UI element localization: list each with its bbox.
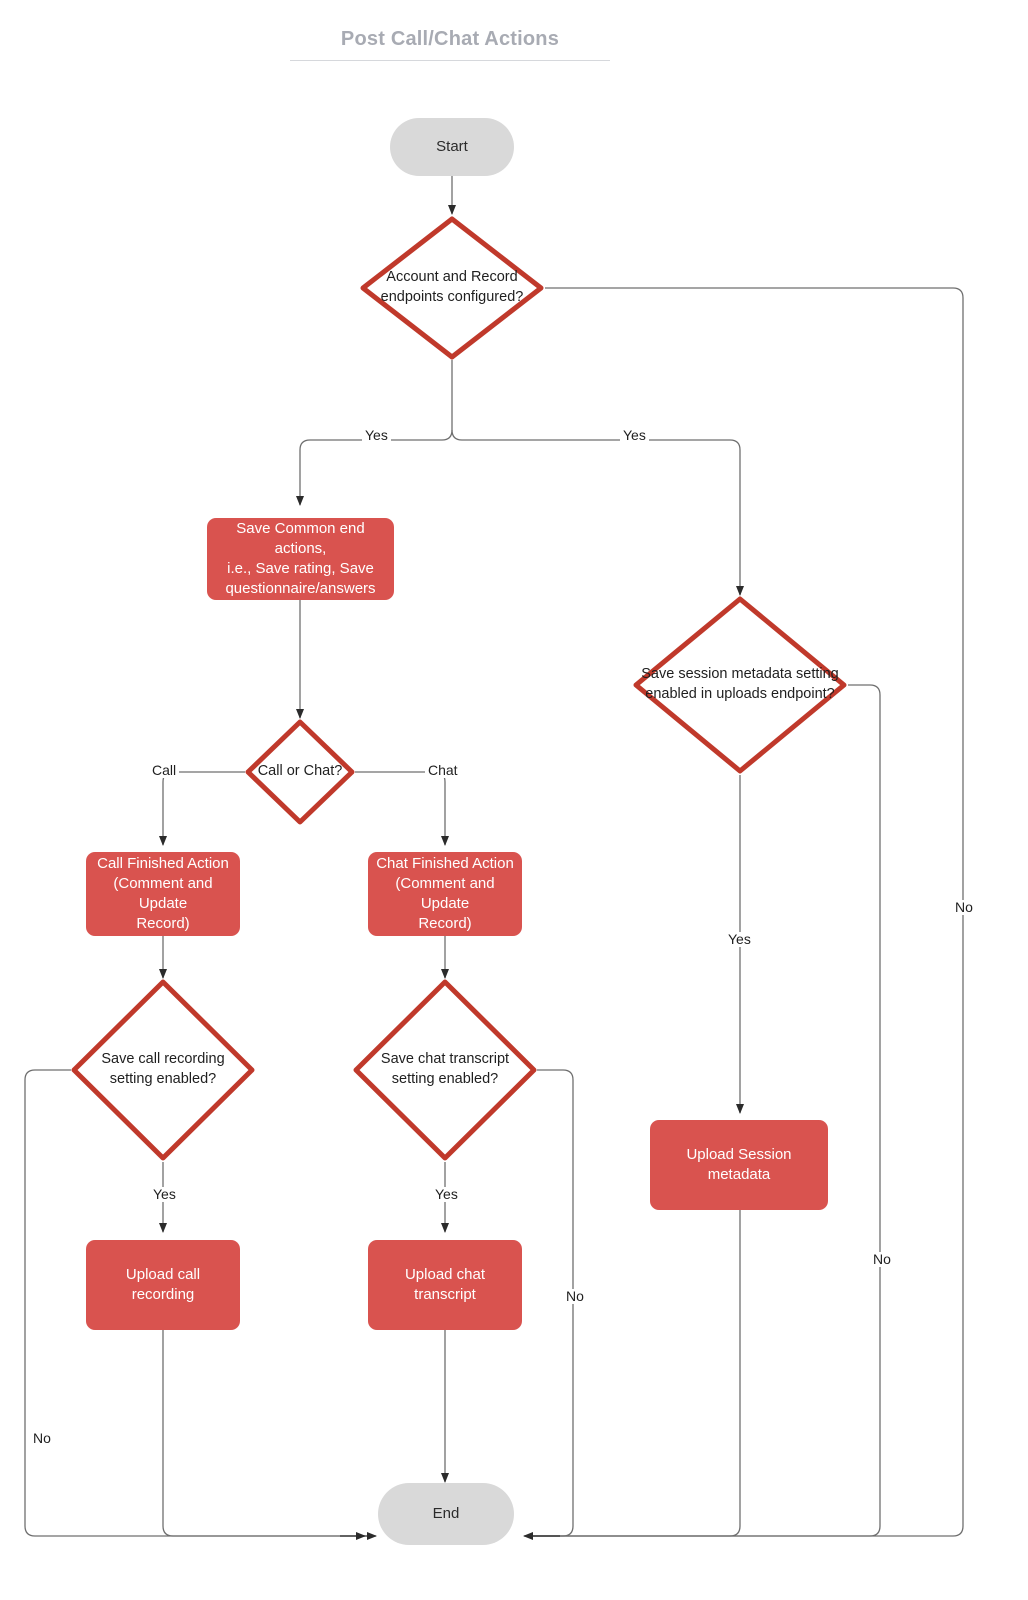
edge-label-no-call-recording: No (30, 1430, 54, 1447)
node-decision-save-call-recording[interactable]: Save call recording setting enabled? (70, 978, 256, 1162)
node-upload-session-metadata[interactable]: Upload Session metadata (650, 1120, 828, 1210)
edge-label-yes-left: Yes (362, 427, 391, 444)
diamond-shape (71, 979, 255, 1161)
edge-label-no-endpoints: No (952, 899, 976, 916)
edge-call (159, 771, 245, 846)
edge-no-endpoints (528, 287, 964, 1537)
node-decision-call-or-chat[interactable]: Call or Chat? (244, 718, 356, 826)
node-upload-call-recording[interactable]: Upload call recording (86, 1240, 240, 1330)
node-chat-finished-action[interactable]: Chat Finished Action (Comment and Update… (368, 852, 522, 936)
page-title-wrapper: Post Call/Chat Actions (290, 28, 610, 61)
node-decision-save-session-metadata[interactable]: Save session metadata setting enabled in… (632, 595, 848, 775)
node-start-label: Start (436, 137, 468, 155)
edge-label-no-chat-transcript: No (563, 1288, 587, 1305)
node-decision-save-session-metadata-label: Save session metadata setting enabled in… (641, 666, 839, 702)
edge-yes-right (451, 429, 744, 596)
node-decision-endpoints-label: Account and Record endpoints configured? (380, 269, 524, 305)
node-end[interactable]: End (378, 1483, 514, 1545)
edge-label-yes-call-recording: Yes (150, 1186, 179, 1203)
node-save-common-actions[interactable]: Save Common end actions, i.e., Save rati… (207, 518, 394, 600)
edge-uploadcall-to-end (162, 1330, 366, 1540)
diamond-shape (353, 979, 537, 1161)
diamond-shape (633, 596, 847, 774)
node-chat-finished-action-label: Chat Finished Action (Comment and Update… (376, 854, 514, 933)
node-upload-call-recording-label: Upload call recording (125, 1265, 201, 1303)
node-decision-endpoints[interactable]: Account and Record endpoints configured? (359, 215, 545, 361)
node-decision-call-or-chat-label: Call or Chat? (257, 763, 343, 780)
edge-chat (355, 771, 449, 846)
node-upload-chat-transcript[interactable]: Upload chat transcript (368, 1240, 522, 1330)
edge-label-no-session-metadata: No (870, 1251, 894, 1268)
page-title: Post Call/Chat Actions (290, 28, 610, 61)
edge-label-chat: Chat (425, 762, 461, 779)
node-start[interactable]: Start (390, 118, 514, 176)
edge-no-callrec (24, 1069, 365, 1537)
diamond-shape (360, 216, 544, 360)
edge-label-call: Call (149, 762, 180, 779)
edge-label-yes-session-metadata: Yes (725, 931, 754, 948)
node-decision-save-chat-transcript[interactable]: Save chat transcript setting enabled? (352, 978, 538, 1162)
edge-no-sessionmeta (528, 684, 881, 1537)
edge-uploadmeta-to-end (528, 1210, 741, 1537)
node-save-common-actions-label: Save Common end actions, i.e., Save rati… (225, 519, 376, 598)
diamond-shape (245, 719, 355, 825)
edge-yes-left (296, 429, 453, 506)
node-decision-save-call-recording-label: Save call recording setting enabled? (101, 1051, 225, 1087)
node-decision-save-chat-transcript-label: Save chat transcript setting enabled? (380, 1051, 510, 1087)
node-upload-chat-transcript-label: Upload chat transcript (404, 1265, 486, 1303)
edge-label-yes-chat-transcript: Yes (432, 1186, 461, 1203)
edge-label-yes-right: Yes (620, 427, 649, 444)
node-call-finished-action[interactable]: Call Finished Action (Comment and Update… (86, 852, 240, 936)
node-upload-session-metadata-label: Upload Session metadata (686, 1145, 792, 1183)
node-call-finished-action-label: Call Finished Action (Comment and Update… (97, 854, 229, 933)
node-end-label: End (432, 1504, 460, 1522)
